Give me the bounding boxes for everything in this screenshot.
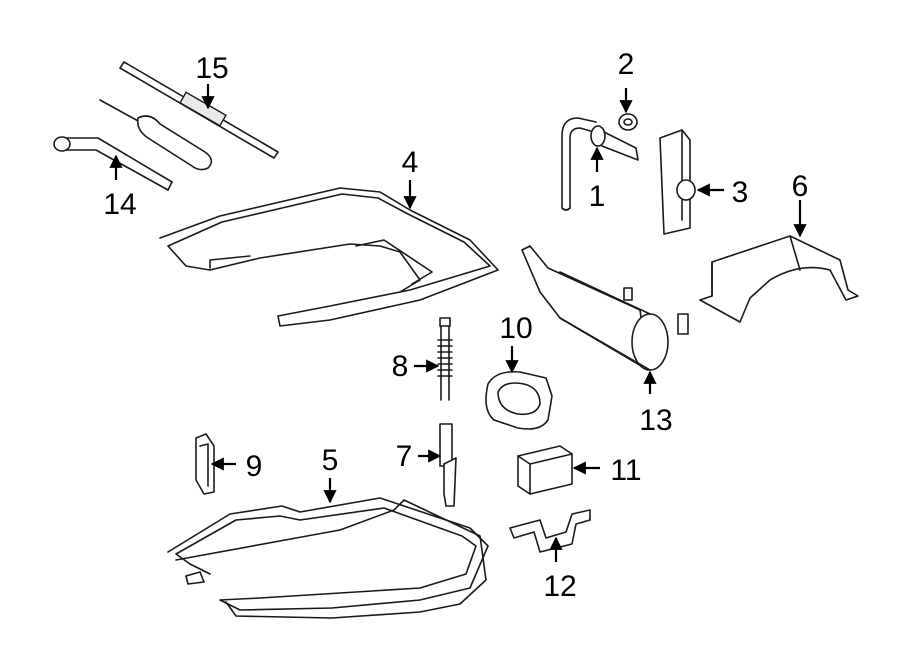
part-10-holder: [485, 370, 553, 430]
part-5-lower-carrier-frame: [167, 497, 489, 619]
part-7-post: [439, 423, 457, 507]
callout-7: 7: [396, 440, 413, 473]
callout-labels: 1 2 3 4 5 6 7 8 9 10 11 12 13 14 15: [103, 48, 808, 603]
callout-11: 11: [610, 454, 641, 487]
callout-5: 5: [322, 444, 339, 477]
callout-12: 12: [543, 570, 576, 603]
part-6-tunnel-cover: [699, 235, 859, 323]
callout-1: 1: [589, 180, 606, 213]
callout-3: 3: [732, 176, 749, 209]
callout-9: 9: [246, 450, 263, 483]
part-14-lug-wrench: [53, 136, 173, 191]
part-3-bracket: [659, 129, 696, 235]
callout-4: 4: [402, 146, 419, 179]
part-2-nut: [618, 113, 638, 131]
part-15-jack-handle: [99, 61, 279, 171]
callout-6: 6: [792, 170, 809, 203]
callout-14: 14: [103, 188, 136, 221]
callout-2: 2: [618, 48, 635, 81]
part-4-upper-carrier-frame: [159, 187, 499, 327]
part-8-bolt: [437, 317, 453, 401]
leader-lines: [109, 84, 807, 562]
part-9-clip: [195, 433, 215, 495]
part-13-tank: [521, 245, 689, 371]
callout-8: 8: [392, 350, 409, 383]
part-12-strap: [509, 509, 591, 553]
callout-10: 10: [499, 312, 532, 345]
part-11-block: [517, 445, 573, 495]
part-1-pipe-fitting: [561, 117, 639, 211]
callout-13: 13: [639, 404, 672, 437]
callout-15: 15: [195, 52, 228, 85]
